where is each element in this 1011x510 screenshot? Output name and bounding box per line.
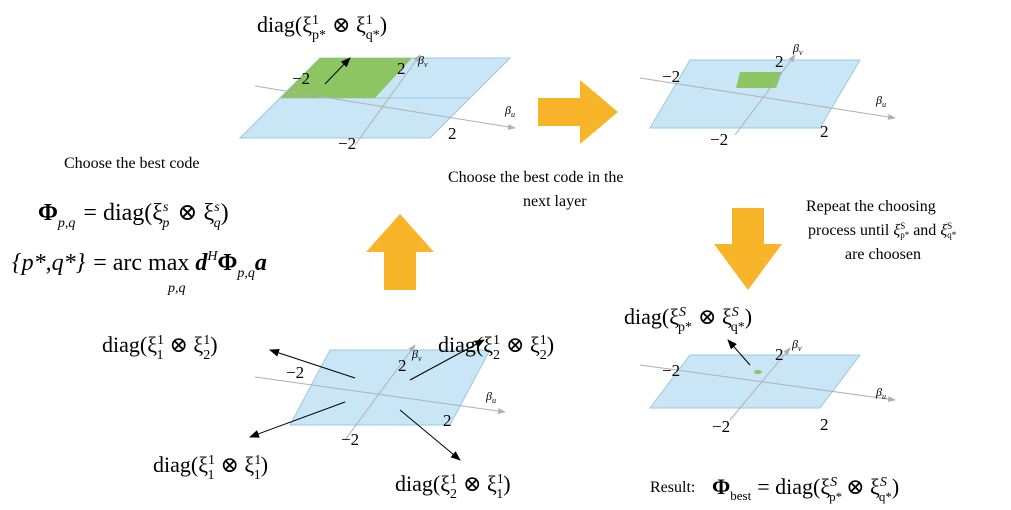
step3-arrow-br bbox=[399, 409, 461, 461]
step3-tick-2-top: 2 bbox=[398, 356, 407, 375]
step2-axis-u bbox=[639, 77, 896, 120]
step1-plane-surface bbox=[238, 97, 472, 139]
step1-green-quadrant bbox=[280, 58, 412, 98]
arrow-right bbox=[538, 80, 618, 144]
caption-repeat-line1: Repeat the choosing bbox=[806, 198, 936, 215]
step1-pointer-arrow bbox=[324, 57, 351, 85]
step4-axis-u-label: βu bbox=[875, 385, 886, 401]
step3-axis-u-label: βu bbox=[485, 389, 496, 405]
step2-tick-2-top: 2 bbox=[775, 52, 784, 71]
step2-axis-v-label: βv bbox=[792, 41, 803, 57]
step2-axis-u-label: βu bbox=[875, 93, 886, 109]
step1-tick-2-right: 2 bbox=[448, 124, 457, 143]
arrow-up bbox=[366, 214, 434, 290]
step3-arrow-bl bbox=[249, 401, 346, 438]
step4-tick-2-right: 2 bbox=[820, 415, 829, 434]
step1-tick-2-top: 2 bbox=[397, 59, 406, 78]
step4-green-point bbox=[754, 370, 762, 374]
step3-axis-v-label: βv bbox=[411, 347, 422, 363]
step1-axis-u bbox=[254, 85, 516, 130]
step4-tick-2-top: 2 bbox=[775, 345, 784, 364]
step2-tick-neg2-left: −2 bbox=[662, 67, 680, 86]
step3-plane: −2 2 −2 2 βv βu bbox=[249, 339, 506, 461]
step4-tick-neg2-bottom: −2 bbox=[712, 417, 730, 436]
step4-plane-surface bbox=[648, 354, 862, 409]
arrow-down bbox=[714, 208, 782, 290]
caption-repeat-line3: are choosen bbox=[845, 246, 921, 263]
equation-argmax-under: p,q bbox=[167, 281, 186, 296]
step4-axis-u bbox=[639, 364, 896, 403]
caption-choose-best: Choose the best code bbox=[64, 155, 200, 172]
step4-tick-neg2-left: −2 bbox=[662, 361, 680, 380]
step3-tick-neg2-left: −2 bbox=[286, 363, 304, 382]
caption-next-layer-line2: next layer bbox=[523, 193, 587, 210]
step4-pointer-arrow bbox=[727, 339, 751, 366]
step1-tick-neg2-bottom: −2 bbox=[338, 134, 356, 153]
step2-green-cell bbox=[736, 72, 782, 88]
step4-axis-v-label: βv bbox=[791, 337, 802, 353]
step3-arrow-tr bbox=[409, 339, 485, 381]
caption-result: Result: bbox=[650, 479, 695, 496]
step1-axis-u-label: βu bbox=[504, 103, 515, 119]
step3-plane-surface bbox=[289, 349, 491, 426]
step3-axis-u bbox=[254, 376, 506, 415]
step3-tick-neg2-bottom: −2 bbox=[341, 430, 359, 449]
step2-axis-v bbox=[734, 54, 796, 136]
step2-tick-neg2-bottom: −2 bbox=[710, 130, 728, 149]
step3-arrow-tl bbox=[269, 349, 356, 379]
caption-next-layer-line1: Choose the best code in the bbox=[448, 169, 624, 186]
step2-plane: −2 2 −2 2 βv βu bbox=[639, 41, 896, 149]
step1-axis-v bbox=[354, 54, 421, 146]
step1-plane: −2 2 −2 2 βv βu bbox=[238, 53, 516, 153]
step3-axis-v bbox=[344, 344, 416, 441]
step2-tick-2-right: 2 bbox=[820, 122, 829, 141]
step2-plane-surface bbox=[649, 59, 861, 129]
step4-plane: −2 2 −2 2 βv βu bbox=[639, 337, 896, 436]
step4-axis-v bbox=[729, 347, 791, 421]
step3-tick-2-right: 2 bbox=[443, 411, 452, 430]
step1-axis-v-label: βv bbox=[417, 53, 428, 69]
step1-tick-neg2-left: −2 bbox=[292, 69, 310, 88]
